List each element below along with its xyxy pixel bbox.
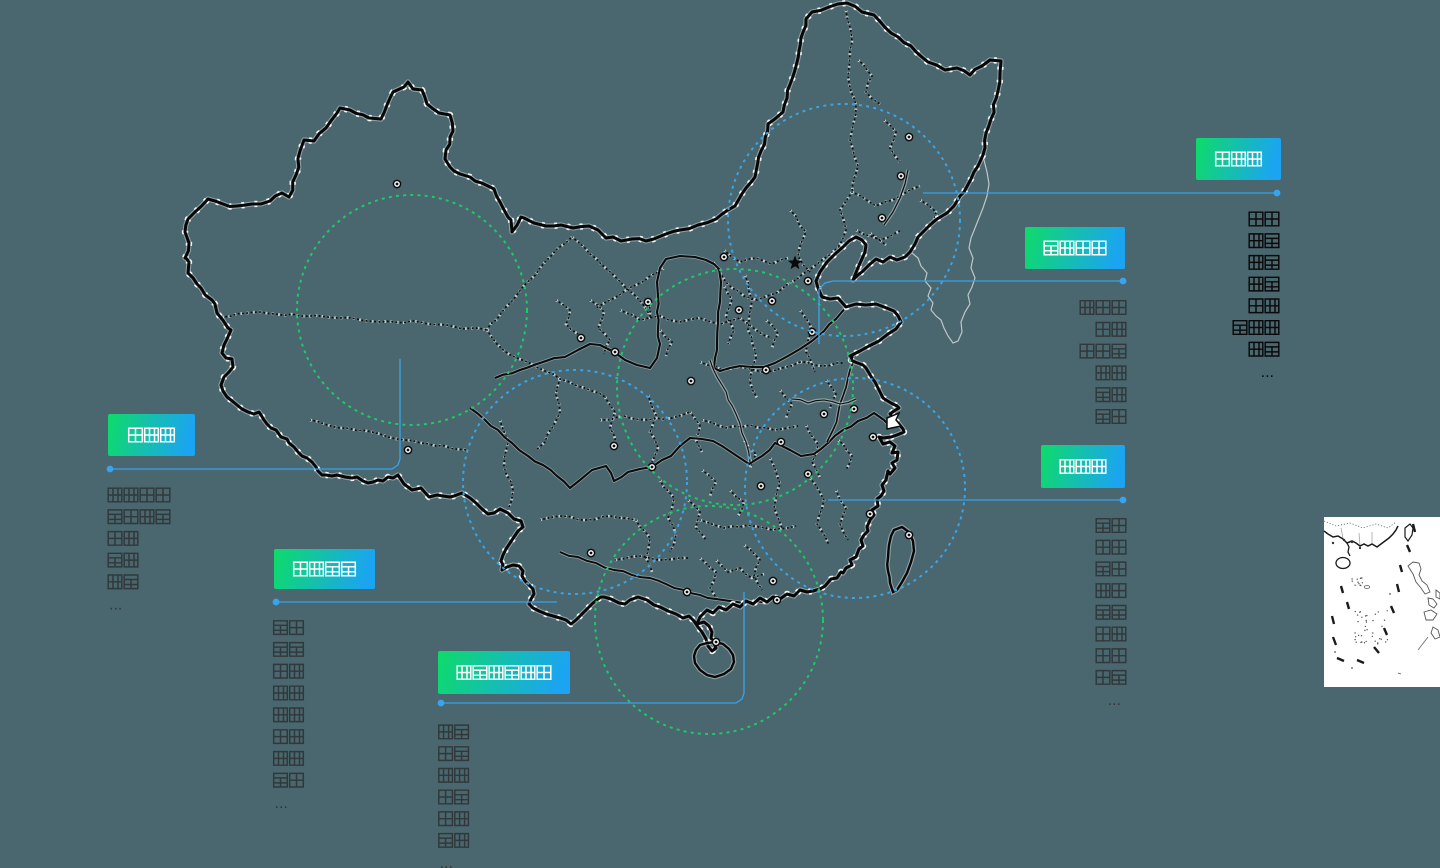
svg-text:...: ... bbox=[1261, 364, 1274, 381]
svg-text:...: ... bbox=[440, 855, 453, 868]
svg-text:...: ... bbox=[109, 597, 122, 614]
svg-text:...: ... bbox=[275, 795, 288, 812]
svg-text:...: ... bbox=[1108, 692, 1121, 709]
